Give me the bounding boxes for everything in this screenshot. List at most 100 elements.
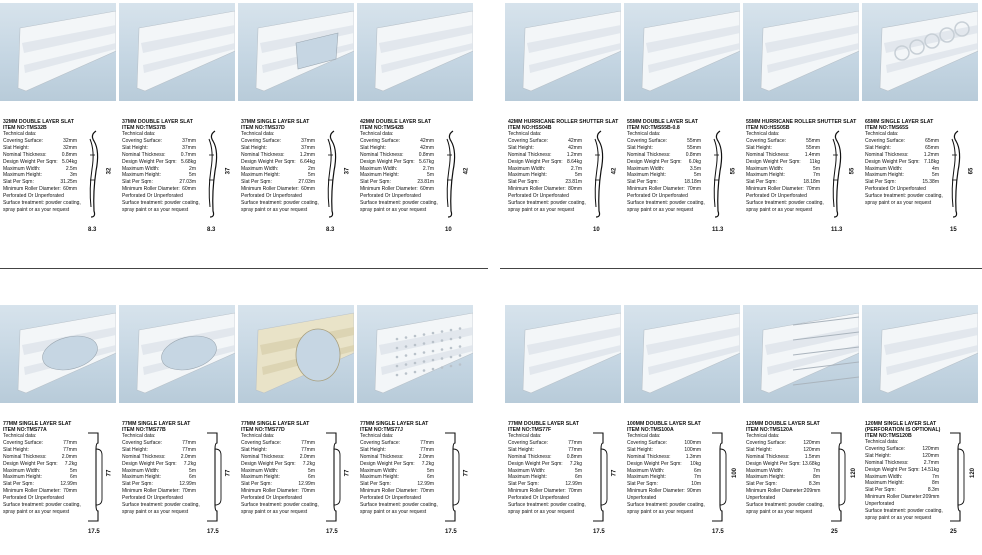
spec-key: Design Weight Per Sqm: <box>241 460 296 467</box>
spec-note: spray paint or as your request <box>865 200 932 207</box>
spec-line: Nominal Thickness:2.0mm <box>360 454 434 461</box>
spec-value: 6m <box>70 474 77 481</box>
slat-width-dimension: 11.3 <box>712 227 724 233</box>
spec-line: Slat Per Sqm:18.18m <box>627 179 701 186</box>
spec-note: Surface treatment: powder coating, <box>122 502 200 509</box>
spec-line: Slat Per Sqm:15.38m <box>865 179 939 186</box>
spec-value: 42mm <box>568 137 582 144</box>
spec-value: 3.5m <box>689 165 701 172</box>
spec-line: Slat Height:42mm <box>360 145 434 152</box>
slat-width-dimension: 8.3 <box>326 227 335 233</box>
spec-key: Maximum Height: <box>508 172 547 179</box>
spec-value: 120mm <box>803 446 820 453</box>
spec-key: Maximum Height: <box>3 172 42 179</box>
spec-value: 77mm <box>568 439 582 446</box>
spec-line: Maximum Height:5m <box>627 172 701 179</box>
spec-value: 5.67kg <box>418 158 434 165</box>
spec-line: Covering Surface:100mm <box>627 440 701 447</box>
spec-note: spray paint or as your request <box>3 206 70 213</box>
spec-key: Slat Per Sqm: <box>627 481 658 488</box>
slat-height-dimension: 55 <box>849 167 856 175</box>
spec-value: 14.51kg <box>921 466 939 473</box>
spec-value: 77mm <box>420 446 434 453</box>
spec-note: Surface treatment: powder coating, <box>746 200 824 207</box>
spec-value: 42mm <box>420 137 434 144</box>
slat-photo-graphic <box>17 10 116 92</box>
spec-value: 1.2mm <box>299 151 315 158</box>
spec-key: Covering Surface: <box>627 439 668 446</box>
spec-line: Nominal Thickness:2.0mm <box>122 454 196 461</box>
spec-key: Covering Surface: <box>360 137 401 144</box>
slat-photo <box>0 305 116 403</box>
slat-item-number: ITEM NO:HSS05B <box>746 125 790 131</box>
slat-profile <box>316 125 352 230</box>
spec-key: Technical data: <box>360 131 394 137</box>
spec-key: Slat Per Sqm: <box>508 179 539 186</box>
spec-key: Nominal Thickness: <box>241 453 285 460</box>
slat-height-dimension: 42 <box>463 167 470 175</box>
slat-height-dimension: 77 <box>106 469 113 477</box>
spec-key: Covering Surface: <box>122 439 163 446</box>
spec-value: 77mm <box>420 439 434 446</box>
slat-profile-drawing <box>88 432 103 522</box>
slat-width-dimension: 8.3 <box>88 227 97 233</box>
slat-height-dimension: 32 <box>106 167 113 175</box>
spec-line: Technical data: <box>3 131 77 138</box>
spec-key: Design Weight Per Sqm: <box>627 460 682 467</box>
spec-line: Slat Height:42mm <box>508 145 582 152</box>
spec-line: Minimum Roller Diameter:209mm <box>746 488 820 495</box>
slat-photo <box>119 3 235 101</box>
slat-item-number: ITEM NO:TMS120B <box>865 433 912 439</box>
spec-value: 77mm <box>63 439 77 446</box>
spec-key: Maximum Height: <box>865 480 904 487</box>
spec-value: 80mm <box>568 186 582 193</box>
spec-line: Nominal Thickness:2.0mm <box>241 454 315 461</box>
spec-value: 70mm <box>806 186 820 193</box>
spec-value: 5m <box>575 467 582 474</box>
slat-photo-graphic <box>374 312 473 394</box>
spec-value: 5m <box>189 172 196 179</box>
spec-value: 7m <box>813 467 820 474</box>
spec-line: Maximum Width:3.5m <box>627 166 701 173</box>
spec-key: Technical data: <box>122 131 156 137</box>
slat-photo-graphic <box>255 312 354 394</box>
spec-value: 5m <box>189 467 196 474</box>
slat-subtitle: (PERFORATION IS OPTIONAL) <box>865 427 941 433</box>
spec-key: Maximum Width: <box>122 467 160 474</box>
slat-title: 37MM SINGLE LAYER SLAT <box>241 119 310 125</box>
spec-line: Maximum Height:6m <box>360 474 434 481</box>
spec-key: Slat Height: <box>3 144 29 151</box>
spec-value: 5m <box>813 165 820 172</box>
spec-key: Maximum Height: <box>241 474 280 481</box>
spec-key: Slat Per Sqm: <box>746 481 777 488</box>
spec-key: Slat Height: <box>360 144 386 151</box>
spec-line: Minimum Roller Diameter:80mm <box>508 186 582 193</box>
spec-line: Covering Surface:77mm <box>122 440 196 447</box>
slat-item-number: ITEM NO:TMS37D <box>241 125 285 131</box>
spec-line: Nominal Thickness:0.7mm <box>122 152 196 159</box>
spec-value: 6m <box>427 474 434 481</box>
slat-profile-drawing <box>445 432 460 522</box>
spec-line: Design Weight Per Sqm:7.2kg <box>508 461 582 468</box>
spec-line: Design Weight Per Sqm:7.18kg <box>865 159 939 166</box>
spec-line: Maximum Width:4m <box>865 166 939 173</box>
spec-value: 7.2kg <box>64 460 77 467</box>
slat-height-dimension: 77 <box>611 469 618 477</box>
slat-item-number: ITEM NO:TMS65S <box>865 125 909 131</box>
slat-height-dimension: 120 <box>970 467 977 479</box>
spec-line: Maximum Width:2.5m <box>3 166 77 173</box>
spec-value: 70mm <box>568 488 582 495</box>
spec-line: Technical data: <box>122 433 196 440</box>
spec-key: Nominal Thickness: <box>3 151 47 158</box>
spec-key: Maximum Width: <box>241 467 279 474</box>
slat-profile-drawing <box>832 130 842 218</box>
spec-line: Slat Per Sqm:12.99m <box>241 481 315 488</box>
spec-line: Slat Height:55mm <box>627 145 701 152</box>
spec-line: Minimum Roller Diameter:70mm <box>122 488 196 495</box>
spec-line: Technical data: <box>865 131 939 138</box>
spec-key: Maximum Height: <box>746 172 785 179</box>
spec-key: Covering Surface: <box>627 137 668 144</box>
